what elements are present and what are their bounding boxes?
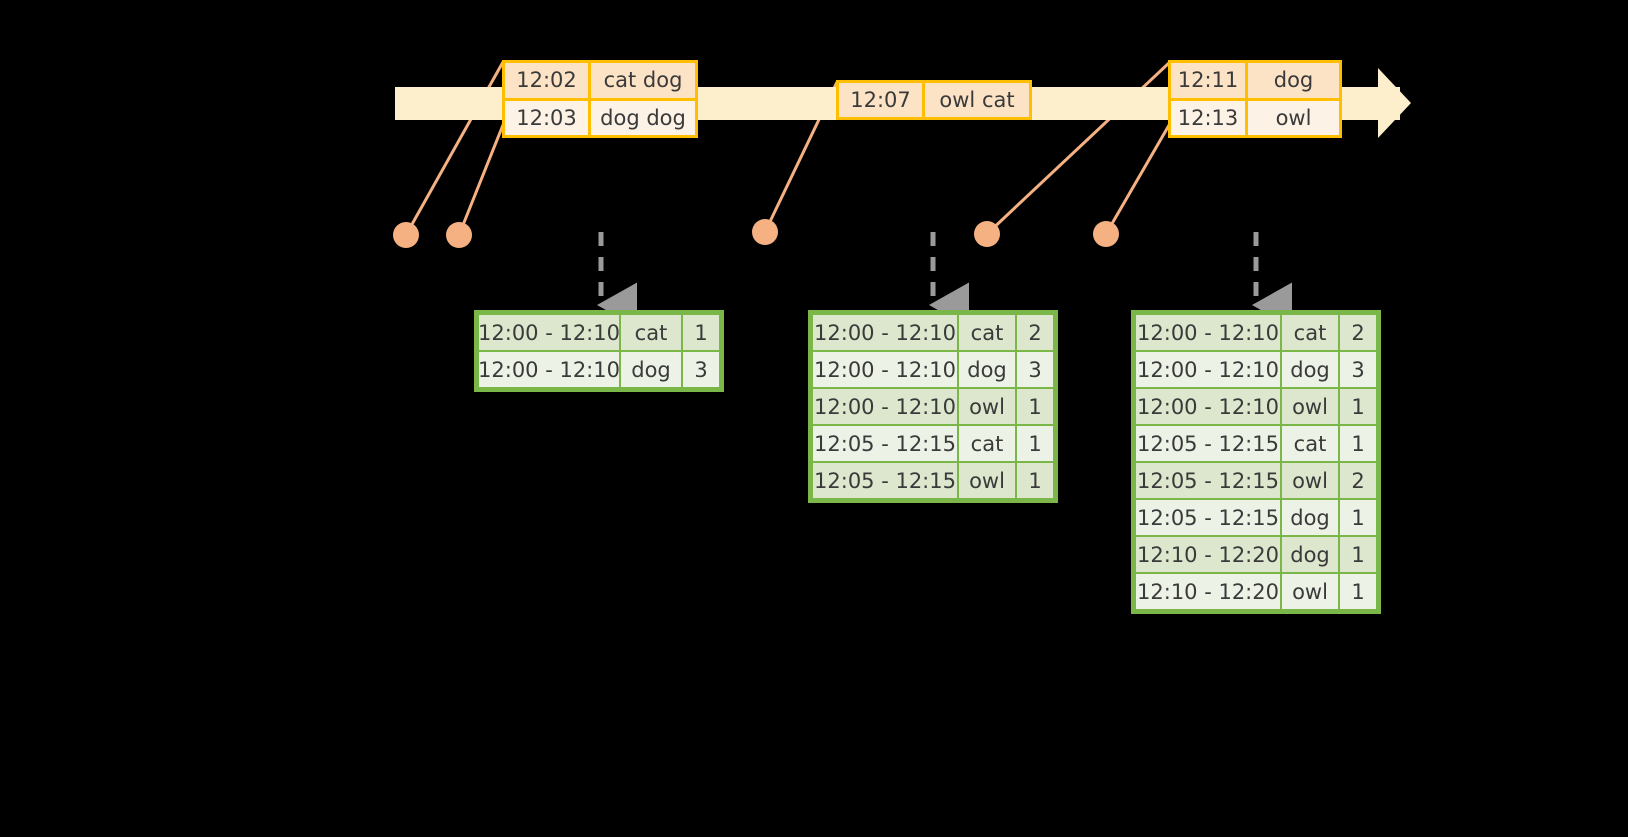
event-words: dog	[1273, 68, 1314, 93]
event-words: owl cat	[939, 88, 1015, 112]
result-count: 1	[1016, 388, 1054, 425]
event-dot-1207[interactable]	[752, 219, 778, 245]
result-count: 2	[1016, 314, 1054, 351]
event-dot-1213[interactable]	[1093, 221, 1119, 247]
flow-arrows	[596, 232, 1292, 328]
result-word: cat	[620, 314, 682, 351]
event-dot-1211[interactable]	[974, 221, 1000, 247]
result-word: owl	[1281, 573, 1339, 610]
event-row: 12:03 dog dog	[505, 97, 695, 135]
result-window: 12:05 - 12:15	[812, 425, 958, 462]
event-box-3[interactable]: 12:11 dog 12:13 owl	[1168, 60, 1342, 138]
result-window: 12:10 - 12:20	[1135, 573, 1281, 610]
event-dot-1202[interactable]	[393, 222, 419, 248]
result-count: 2	[1339, 462, 1377, 499]
event-time: 12:13	[1171, 100, 1248, 135]
event-row: 12:02 cat dog	[505, 63, 695, 98]
timeline-arrow-icon	[1378, 68, 1411, 138]
result-window: 12:00 - 12:10	[478, 351, 620, 388]
result-count: 1	[682, 314, 720, 351]
event-time: 12:02	[505, 63, 591, 98]
event-box-2[interactable]: 12:07 owl cat	[836, 80, 1032, 120]
result-word: cat	[1281, 314, 1339, 351]
result-window: 12:00 - 12:10	[812, 351, 958, 388]
result-word: owl	[958, 462, 1016, 499]
result-window: 12:00 - 12:10	[1135, 314, 1281, 351]
result-count: 1	[1016, 425, 1054, 462]
result-count: 1	[1339, 425, 1377, 462]
result-count: 3	[1339, 351, 1377, 388]
result-word: dog	[1281, 499, 1339, 536]
result-window: 12:10 - 12:20	[1135, 536, 1281, 573]
event-words: owl	[1275, 105, 1312, 130]
event-time: 12:07	[839, 83, 925, 117]
result-count: 1	[1016, 462, 1054, 499]
result-count: 1	[1339, 536, 1377, 573]
result-window: 12:05 - 12:15	[812, 462, 958, 499]
event-time: 12:03	[505, 100, 591, 135]
event-words: dog dog	[600, 105, 686, 130]
result-word: owl	[1281, 388, 1339, 425]
result-count: 1	[1339, 573, 1377, 610]
result-word: cat	[958, 314, 1016, 351]
event-dot-1203[interactable]	[446, 222, 472, 248]
result-window: 12:05 - 12:15	[1135, 462, 1281, 499]
result-window: 12:05 - 12:15	[1135, 425, 1281, 462]
event-row: 12:13 owl	[1171, 97, 1339, 135]
result-word: dog	[958, 351, 1016, 388]
result-word: cat	[958, 425, 1016, 462]
event-row: 12:07 owl cat	[839, 83, 1029, 117]
result-count: 2	[1339, 314, 1377, 351]
event-box-1[interactable]: 12:02 cat dog 12:03 dog dog	[502, 60, 698, 138]
result-window: 12:00 - 12:10	[812, 314, 958, 351]
connector-1213	[1104, 119, 1174, 235]
result-word: dog	[1281, 351, 1339, 388]
result-word: dog	[620, 351, 682, 388]
result-count: 1	[1339, 388, 1377, 425]
connector-1203	[457, 119, 507, 236]
result-word: owl	[1281, 462, 1339, 499]
event-words: cat dog	[603, 68, 683, 93]
result-word: owl	[958, 388, 1016, 425]
event-row: 12:11 dog	[1171, 63, 1339, 98]
result-window: 12:00 - 12:10	[1135, 351, 1281, 388]
result-count: 1	[1339, 499, 1377, 536]
result-word: cat	[1281, 425, 1339, 462]
event-time: 12:11	[1171, 63, 1248, 98]
result-window: 12:00 - 12:10	[478, 314, 620, 351]
result-window: 12:05 - 12:15	[1135, 499, 1281, 536]
result-count: 3	[1016, 351, 1054, 388]
result-window: 12:00 - 12:10	[812, 388, 958, 425]
result-word: dog	[1281, 536, 1339, 573]
result-count: 3	[682, 351, 720, 388]
result-window: 12:00 - 12:10	[1135, 388, 1281, 425]
